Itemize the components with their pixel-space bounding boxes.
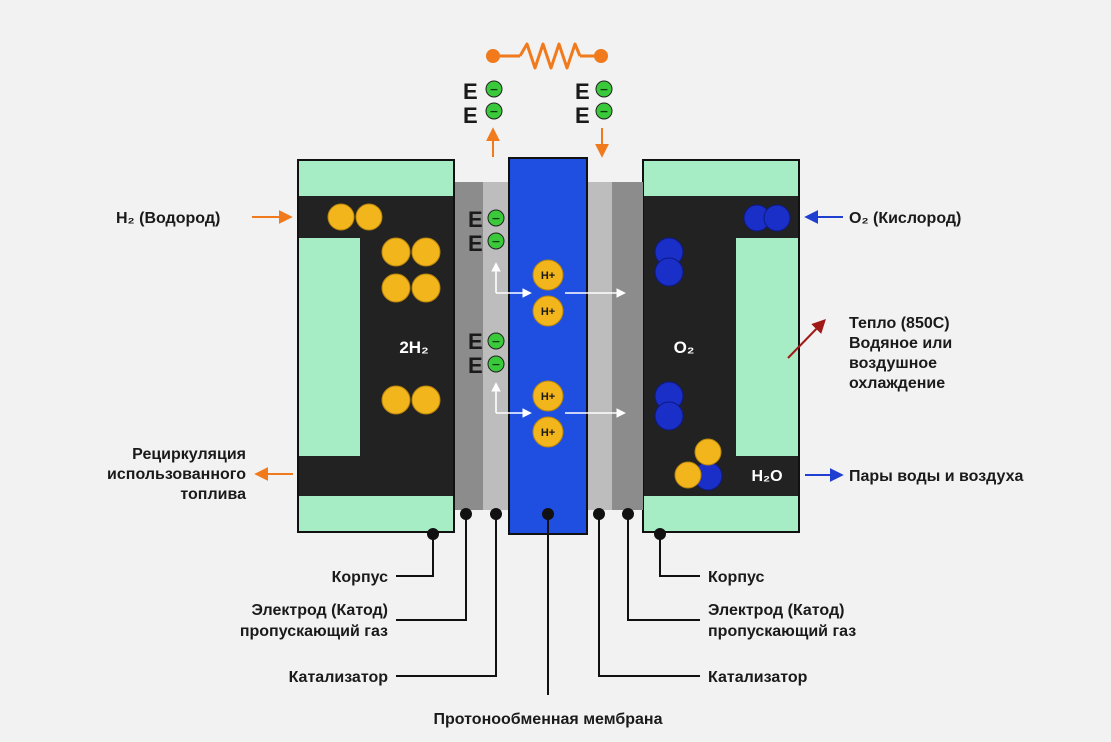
cathode-catalyst xyxy=(587,182,612,510)
heat-label-line2: Водяное или xyxy=(849,335,952,352)
heat-label-line3: воздушное xyxy=(849,355,937,372)
resistor-icon xyxy=(518,42,582,70)
electron-sign: − xyxy=(489,83,498,96)
hydrogen-molecules xyxy=(327,203,441,415)
housing-left-label: Корпус xyxy=(332,569,388,586)
electrode-left-label-line2: пропускающий газ xyxy=(240,623,388,640)
proton-group-lower: H+ H+ xyxy=(532,380,564,448)
electrode-right-label-line1: Электрод (Катод) xyxy=(708,602,844,619)
heat-arrow xyxy=(787,318,826,359)
hydrogen-molecule-icon xyxy=(411,273,441,303)
heat-label-line4: охлаждение xyxy=(849,375,945,392)
circuit-terminal-right xyxy=(594,49,608,63)
hydrogen-molecule-icon xyxy=(381,237,411,267)
recirc-label-line3: топлива xyxy=(180,486,246,503)
electron-group-electrode-upper: E E − − xyxy=(468,207,505,256)
o2-input-label: O₂ (Кислород) xyxy=(849,210,961,227)
proton-icon xyxy=(532,416,564,448)
electron-icon xyxy=(487,355,505,373)
electron-symbol: E xyxy=(463,79,478,104)
proton-group-upper: H+ H+ xyxy=(532,259,564,327)
external-circuit xyxy=(486,42,609,158)
proton-icon xyxy=(532,380,564,412)
housing-right-label: Корпус xyxy=(708,569,764,586)
leader-dots xyxy=(427,508,666,540)
vapor-out-label: Пары воды и воздуха xyxy=(849,468,1024,485)
electron-icon xyxy=(595,102,613,120)
catalyst-right-label: Катализатор xyxy=(708,669,808,686)
electron-sign: − xyxy=(599,105,608,118)
proton-label: H+ xyxy=(541,306,555,318)
electrode-left-label-line1: Электрод (Катод) xyxy=(252,602,388,619)
electron-group-top-right: E E − − xyxy=(575,79,613,128)
electron-symbol: E xyxy=(468,207,483,232)
electron-sign: − xyxy=(491,212,500,225)
leader-lines xyxy=(396,514,700,695)
electron-icon xyxy=(485,102,503,120)
proton-icon xyxy=(532,295,564,327)
recirc-label-line2: использованного xyxy=(107,466,246,483)
electron-sign: − xyxy=(491,235,500,248)
circuit-terminal-left xyxy=(486,49,500,63)
hydrogen-molecule-icon xyxy=(381,385,411,415)
proton-exchange-membrane xyxy=(508,157,588,535)
electron-symbol: E xyxy=(468,231,483,256)
water-label: H₂O xyxy=(751,468,782,485)
electron-symbol: E xyxy=(468,329,483,354)
cathode-housing xyxy=(642,159,800,533)
proton-label: H+ xyxy=(541,427,555,439)
electron-sign: − xyxy=(489,105,498,118)
electrode-right-label-line2: пропускающий газ xyxy=(708,623,856,640)
electron-icon xyxy=(487,232,505,250)
proton-icon xyxy=(532,259,564,291)
electron-icon xyxy=(487,332,505,350)
proton-label: H+ xyxy=(541,391,555,403)
hydrogen-molecule-icon xyxy=(355,203,383,231)
electron-symbol: E xyxy=(575,79,590,104)
anode-electrode xyxy=(455,182,483,510)
electron-symbol: E xyxy=(463,103,478,128)
proton-label: H+ xyxy=(541,270,555,282)
oxygen-molecule-icon xyxy=(763,204,791,232)
hydrogen-molecule-icon xyxy=(411,385,441,415)
anode-housing xyxy=(297,159,455,533)
electron-sign: − xyxy=(491,358,500,371)
h2-input-label: H₂ (Водород) xyxy=(116,210,220,227)
cathode-gas-label: O₂ xyxy=(674,338,695,357)
electron-symbol: E xyxy=(468,353,483,378)
hydrogen-molecule-icon xyxy=(327,203,355,231)
catalyst-left-label: Катализатор xyxy=(289,669,389,686)
electron-sign: − xyxy=(491,335,500,348)
electron-icon xyxy=(487,209,505,227)
electron-icon xyxy=(485,80,503,98)
electron-symbol: E xyxy=(575,103,590,128)
electron-group-electrode-lower: E E − − xyxy=(468,329,505,378)
electron-sign: − xyxy=(599,83,608,96)
water-molecule-icon xyxy=(674,438,723,491)
oxygen-molecule-icon xyxy=(654,257,684,287)
hydrogen-molecule-icon xyxy=(381,273,411,303)
electron-group-top-left: E E − − xyxy=(463,79,503,128)
oxygen-molecules xyxy=(654,204,791,431)
membrane-label: Протонообменная мембрана xyxy=(434,711,663,728)
heat-label-line1: Тепло (850С) xyxy=(849,315,950,332)
oxygen-molecule-icon xyxy=(654,401,684,431)
cathode-electrode xyxy=(612,182,643,510)
flow-arrows-lower xyxy=(491,382,626,418)
electron-icon xyxy=(595,80,613,98)
flow-arrows-upper xyxy=(491,262,626,298)
recirc-label-line1: Рециркуляция xyxy=(132,446,246,463)
anode-gas-label: 2H₂ xyxy=(399,338,428,357)
hydrogen-molecule-icon xyxy=(411,237,441,267)
